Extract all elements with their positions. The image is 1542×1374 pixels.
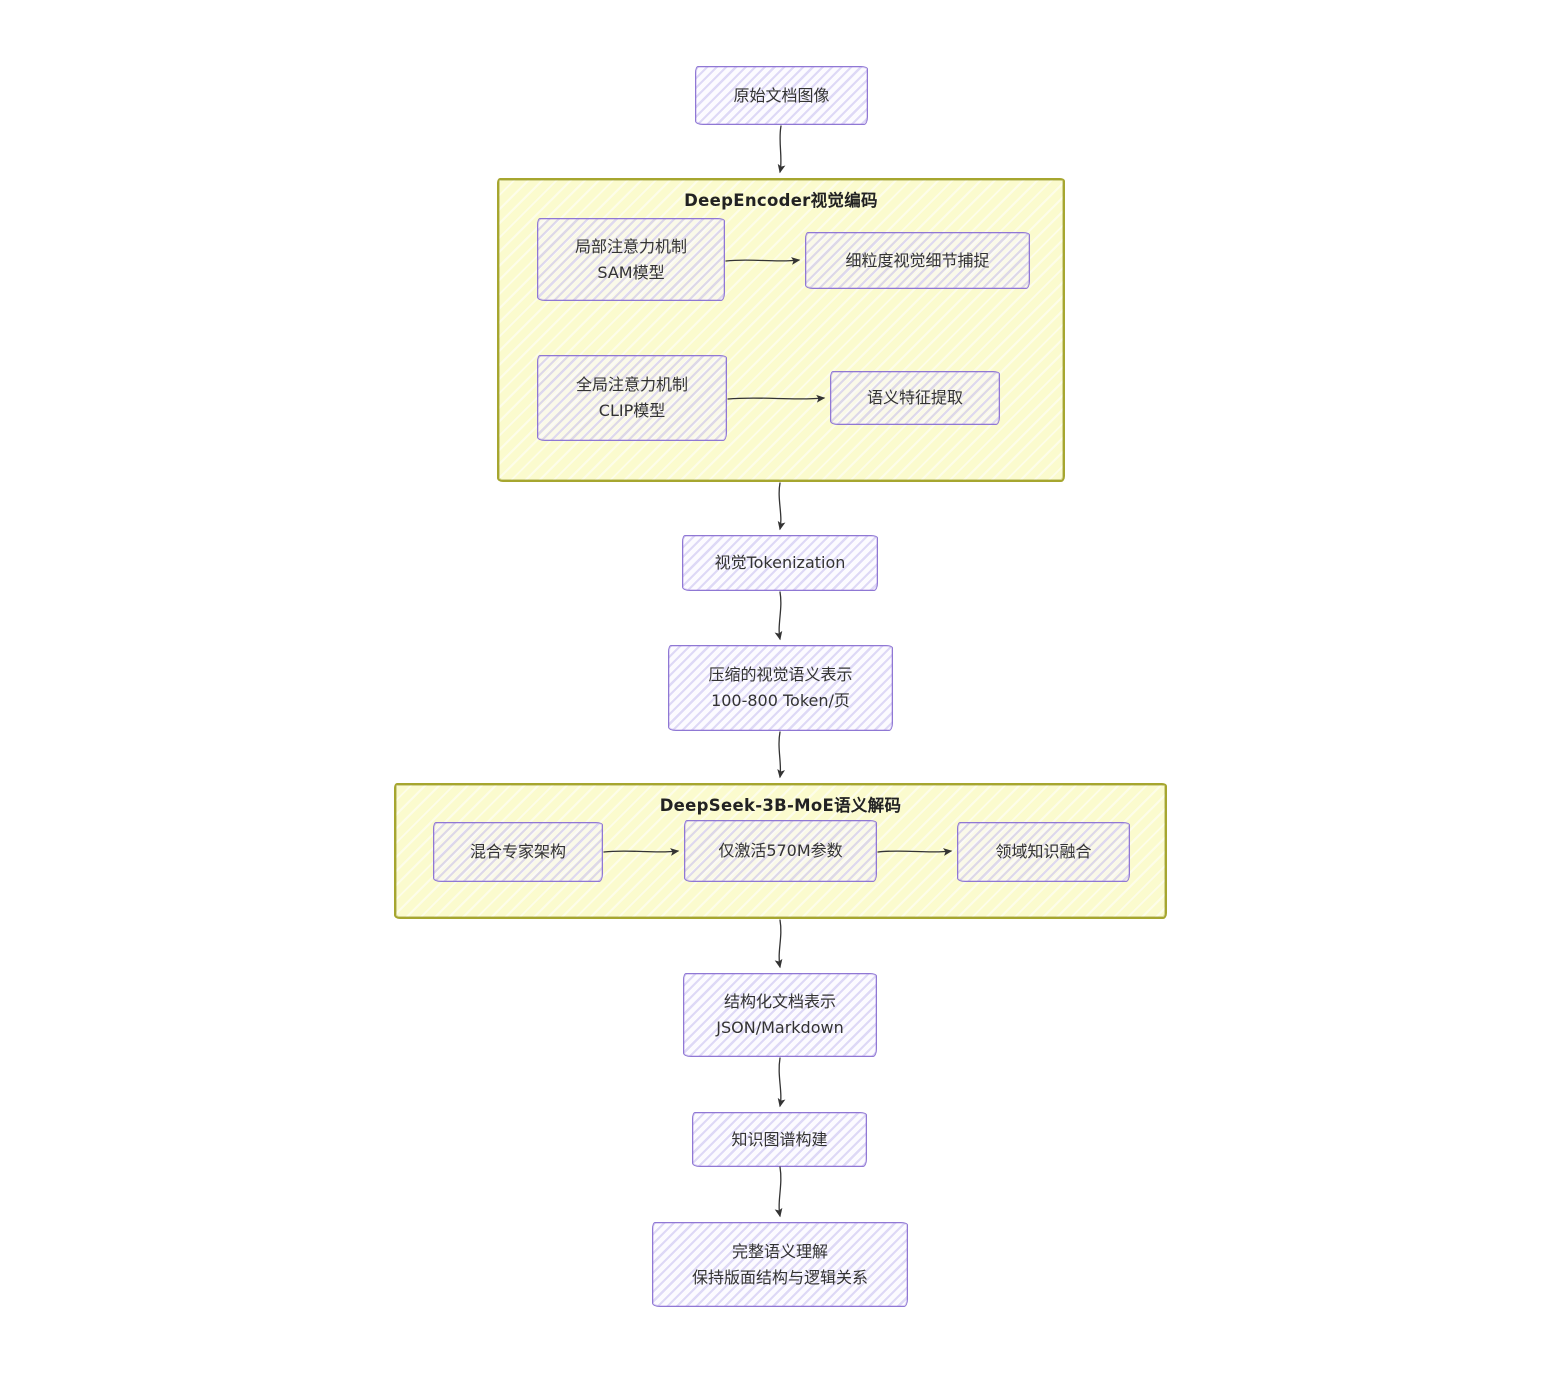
node-local-attention-sam: 局部注意力机制 SAM模型	[537, 218, 725, 301]
node-label: 领域知识融合	[995, 842, 1092, 862]
arrow-encoder-to-tokenization	[777, 482, 786, 531]
node-label-line2: CLIP模型	[598, 401, 666, 420]
node-label-line2: JSON/Markdown	[716, 1018, 844, 1037]
node-label-line2: 100-800 Token/页	[711, 691, 850, 710]
node-label: 语义特征提取	[866, 388, 963, 408]
arrow-tokenization-to-compressed	[774, 591, 783, 641]
node-global-attention-clip: 全局注意力机制 CLIP模型	[537, 355, 727, 441]
node-knowledge-graph-construction: 知识图谱构建	[692, 1112, 867, 1167]
node-semantic-feature-extraction: 语义特征提取	[830, 371, 1000, 425]
node-compressed-visual-representation: 压缩的视觉语义表示 100-800 Token/页	[668, 645, 893, 731]
arrow-original-to-encoder	[777, 125, 786, 174]
node-label-line2: SAM模型	[597, 262, 665, 282]
arrow-compressed-to-decoder	[777, 731, 785, 779]
node-structured-document-representation: 结构化文档表示 JSON/Markdown	[683, 973, 877, 1057]
node-label-line1: 局部注意力机制	[574, 236, 687, 256]
node-mixture-of-experts: 混合专家架构	[433, 822, 603, 882]
node-label-line1: 压缩的视觉语义表示	[708, 665, 853, 685]
node-label: 原始文档图像	[733, 85, 830, 105]
cluster-deepseek-moe-title: DeepSeek-3B-MoE语义解码	[659, 796, 902, 815]
node-label-line1: 结构化文档表示	[723, 992, 836, 1012]
node-complete-semantic-understanding: 完整语义理解 保持版面结构与逻辑关系	[652, 1222, 908, 1307]
arrow-decoder-to-structured	[774, 919, 783, 969]
node-fine-grained-visual-capture: 细粒度视觉细节捕捉	[805, 232, 1030, 289]
node-label: 知识图谱构建	[731, 1129, 828, 1149]
node-label-line1: 完整语义理解	[731, 1241, 828, 1261]
node-label-line1: 全局注意力机制	[575, 375, 688, 395]
node-domain-knowledge-fusion: 领域知识融合	[957, 822, 1130, 882]
cluster-deepencoder-title: DeepEncoder视觉编码	[684, 191, 878, 210]
node-label: 视觉Tokenization	[714, 553, 846, 573]
node-original-document-image: 原始文档图像	[695, 66, 868, 125]
node-active-570m-params: 仅激活570M参数	[684, 820, 877, 882]
node-visual-tokenization: 视觉Tokenization	[682, 535, 878, 591]
node-label: 混合专家架构	[469, 842, 566, 862]
arrow-knowledge-to-complete	[774, 1166, 783, 1218]
node-label-line2: 保持版面结构与逻辑关系	[691, 1267, 868, 1287]
node-label: 仅激活570M参数	[718, 841, 843, 861]
node-label: 细粒度视觉细节捕捉	[845, 250, 990, 270]
arrow-structured-to-knowledge	[777, 1057, 786, 1108]
